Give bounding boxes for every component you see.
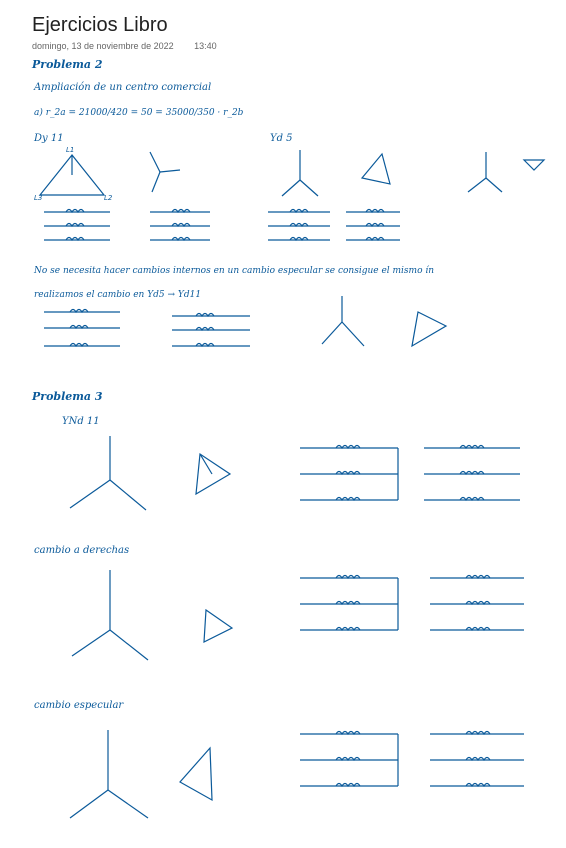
page-date: domingo, 13 de noviembre de 2022 xyxy=(32,41,174,51)
page-meta: domingo, 13 de noviembre de 2022 13:40 xyxy=(32,41,235,51)
label-cambio-especular: cambio especular xyxy=(34,700,124,711)
page-title: Ejercicios Libro xyxy=(32,14,168,36)
label-dy11: Dy 11 xyxy=(34,133,64,144)
derechas-coils xyxy=(300,574,524,632)
svg-text:L3: L3 xyxy=(34,194,42,202)
subtitle-ampliacion: Ampliación de un centro comercial xyxy=(34,82,212,93)
yd5-to-yd11-coils xyxy=(44,296,448,348)
label-ynd11: YNd 11 xyxy=(62,416,100,427)
yd5-alt-star xyxy=(467,152,546,193)
note-line-1: No se necesita hacer cambios internos en… xyxy=(34,266,435,276)
dy11-star-diagram xyxy=(149,151,181,193)
label-cambio-derechas: cambio a derechas xyxy=(34,545,130,556)
page-time: 13:40 xyxy=(194,41,217,51)
ynd11-coils xyxy=(300,444,520,502)
page-header: Ejercicios Libro domingo, 13 de noviembr… xyxy=(32,14,235,51)
equation-ratio: a) r_2a = 21000/420 = 50 = 35000/350 · r… xyxy=(34,108,244,118)
note-line-2: realizamos el cambio en Yd5 → Yd11 xyxy=(34,290,202,300)
especular-star xyxy=(69,730,213,819)
especular-coils xyxy=(300,730,524,788)
heading-problema-2: Problema 2 xyxy=(32,58,103,71)
derechas-star xyxy=(71,570,234,661)
svg-text:L2: L2 xyxy=(104,194,113,202)
heading-problema-3: Problema 3 xyxy=(32,390,103,403)
svg-text:L1: L1 xyxy=(66,146,74,154)
winding-coils-row1 xyxy=(44,208,400,242)
yd5-star-diagram xyxy=(281,150,319,197)
yd5-delta-diagram xyxy=(360,152,391,185)
label-yd5: Yd 5 xyxy=(270,133,293,144)
ynd11-star xyxy=(69,436,232,511)
